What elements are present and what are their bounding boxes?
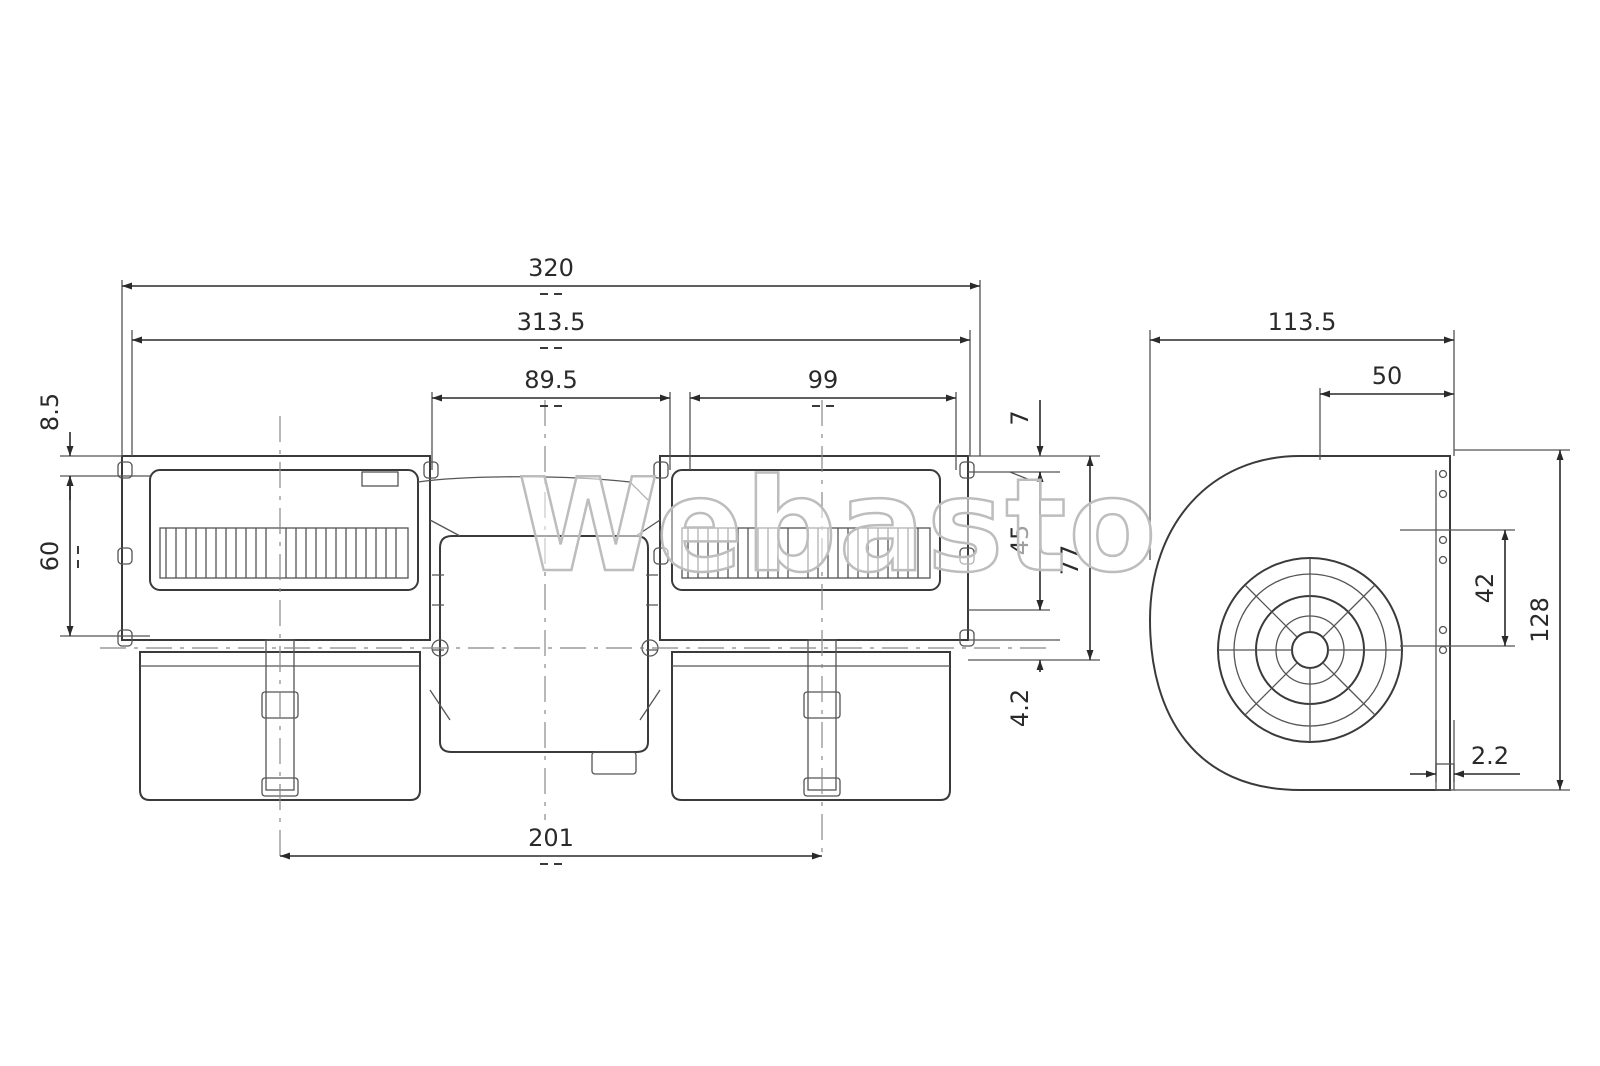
flange-rivets [1438, 469, 1448, 655]
side-dimensions: 113.5 50 128 42 2.2 [1149, 308, 1570, 791]
dim-top-flange-offset: 8.5 [36, 393, 64, 431]
dim-side-overall-depth: 113.5 [1268, 308, 1337, 336]
watermark-logo: Webasto [518, 452, 1159, 601]
side-view [1148, 455, 1455, 791]
flange-slots [117, 461, 975, 647]
left-flange-plate [121, 455, 431, 641]
dim-right-inner-height: 45 [1006, 525, 1034, 556]
dim-flange-thickness: 2.2 [1471, 742, 1509, 770]
wire-clip [361, 471, 399, 487]
right-scroll-housing [671, 651, 951, 801]
front-view [100, 400, 1060, 860]
dim-side-flange-depth: 50 [1372, 362, 1403, 390]
left-outlet-opening [149, 469, 419, 591]
brand-watermark: Webasto [516, 451, 1159, 603]
dim-right-overall-height: 77 [1056, 545, 1084, 576]
dim-outlet-height: 60 [36, 541, 64, 572]
dim-wheel-housing-width: 99 [808, 366, 839, 394]
dim-motor-section-width: 89.5 [524, 366, 577, 394]
dim-side-overall-height: 128 [1526, 597, 1554, 643]
wire-harness [417, 476, 649, 501]
dim-flange-length: 313.5 [517, 308, 586, 336]
right-side-stub [968, 471, 1060, 641]
motor [429, 519, 661, 775]
scroll-housing-side [1148, 455, 1451, 791]
left-fan-wheel [159, 527, 409, 579]
front-dimensions: 320 313.5 89.5 99 201 8.5 60 [36, 254, 1100, 865]
dim-overall-length: 320 [528, 254, 574, 282]
inlet-grille [1217, 557, 1403, 743]
dim-inlet-height: 42 [1471, 573, 1499, 604]
dim-right-bottom-offset: 4.2 [1006, 689, 1034, 727]
dim-right-top-offset: 7 [1006, 410, 1034, 425]
right-outlet-opening [671, 469, 941, 591]
dim-outlet-center-distance: 201 [528, 824, 574, 852]
right-fan-wheel [681, 527, 931, 579]
